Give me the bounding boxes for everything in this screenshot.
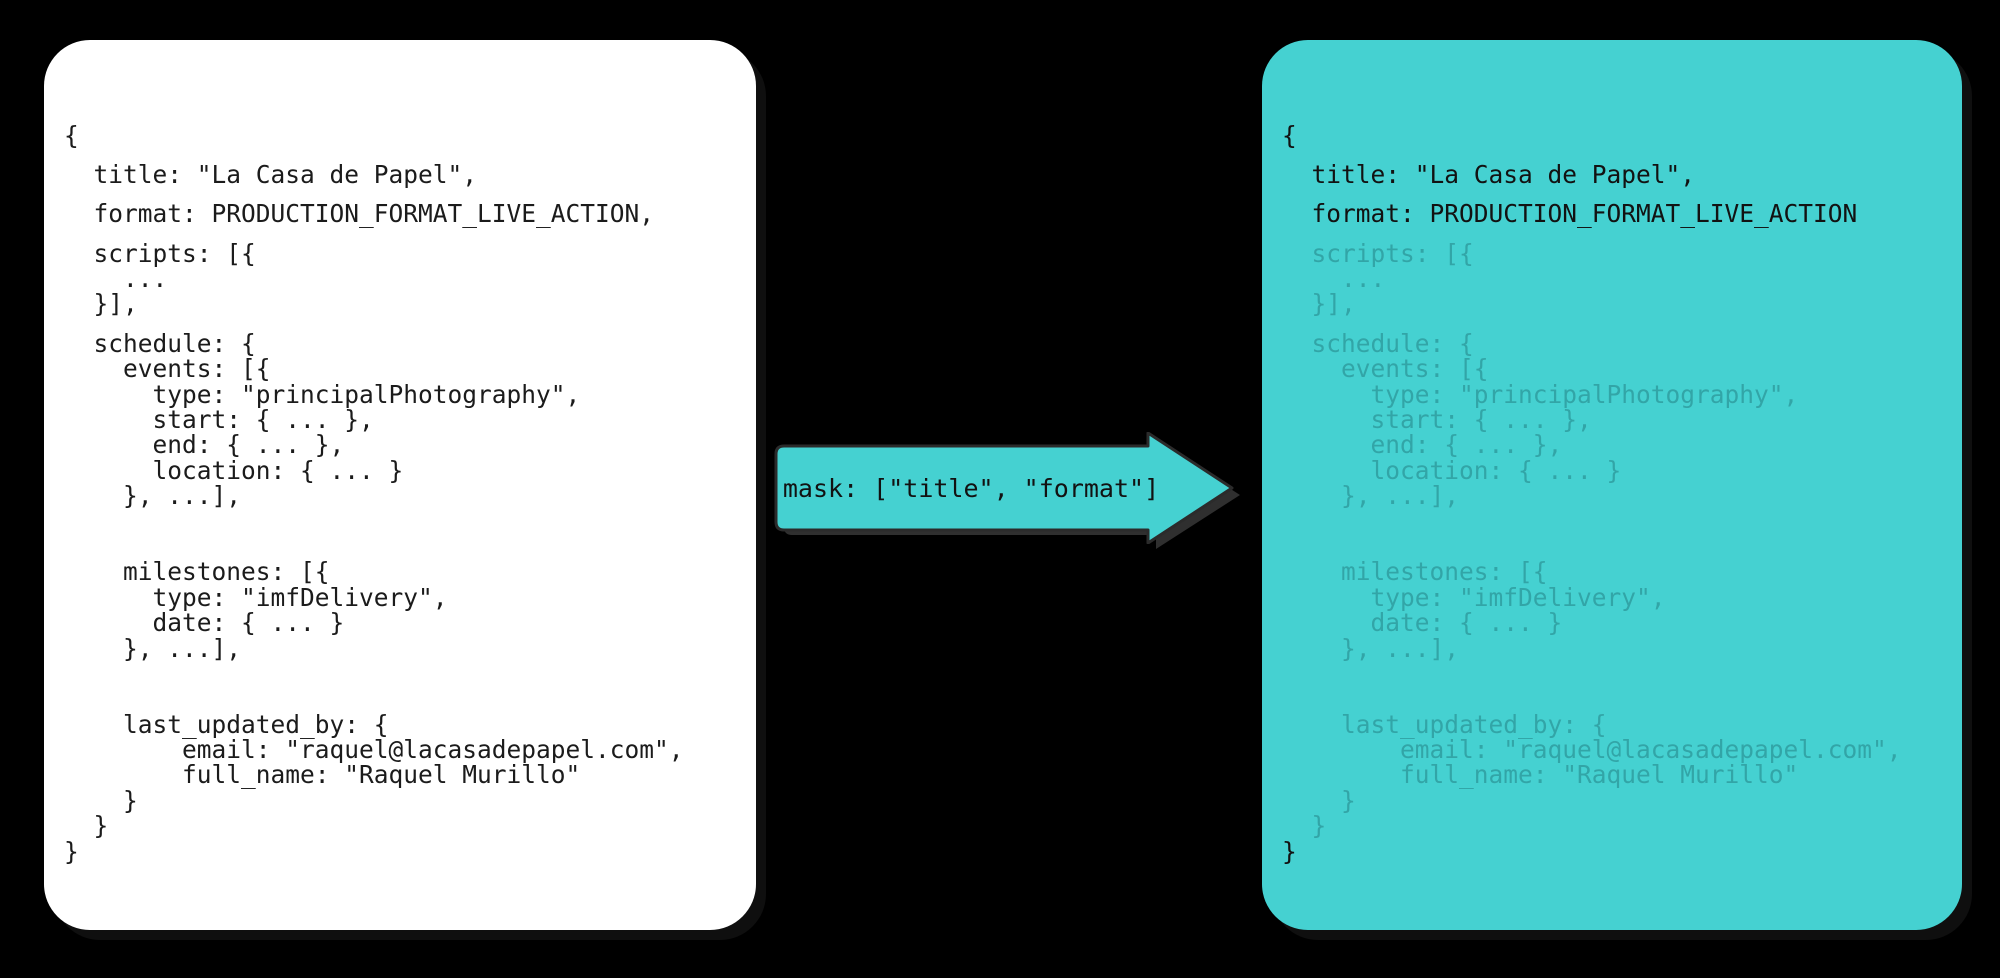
code-line: format: PRODUCTION_FORMAT_LIVE_ACTION, [64,199,655,229]
code-line [64,686,684,711]
code-line: type: "imfDelivery", [1282,582,1666,612]
code-line: full_name: "Raquel Murillo" [64,760,581,790]
code-line: scripts: [{ [64,238,256,268]
code-line: } [64,836,79,866]
code-line: title: "La Casa de Papel", [64,159,478,189]
code-line [64,534,684,559]
code-line: last_updated_by: { [1282,709,1607,739]
code-line: } [1282,785,1356,815]
code-line: }, ...], [1282,481,1460,511]
masked-json-code: { title: "La Casa de Papel", format: PRO… [1262,65,1902,866]
code-line: date: { ... } [64,608,345,638]
arrow-shape [774,432,1234,544]
code-line [1282,534,1902,559]
code-line: schedule: { [1282,328,1474,358]
code-line: last_updated_by: { [64,709,389,739]
code-line: full_name: "Raquel Murillo" [1282,760,1799,790]
code-line [64,661,684,686]
code-line: email: "raquel@lacasadepapel.com", [1282,735,1902,765]
code-line: location: { ... } [64,455,404,485]
code-line [64,509,684,534]
code-line: } [64,785,138,815]
code-line [1282,661,1902,686]
code-line: end: { ... }, [1282,430,1563,460]
code-line: format: PRODUCTION_FORMAT_LIVE_ACTION [1282,199,1858,229]
code-line: ... [1282,264,1386,294]
code-line: start: { ... }, [64,405,374,435]
code-line: type: "principalPhotography", [64,379,581,409]
code-line: } [64,811,109,841]
code-line: start: { ... }, [1282,405,1592,435]
code-line: type: "imfDelivery", [64,582,448,612]
code-line: events: [{ [64,354,271,384]
code-line: }, ...], [64,633,242,663]
code-line: { [1282,120,1297,150]
code-line: type: "principalPhotography", [1282,379,1799,409]
masked-json-panel: { title: "La Casa de Papel", format: PRO… [1262,40,1962,930]
code-line: scripts: [{ [1282,238,1474,268]
code-line: email: "raquel@lacasadepapel.com", [64,735,684,765]
code-line: milestones: [{ [64,557,330,587]
code-line: milestones: [{ [1282,557,1548,587]
code-line [1282,686,1902,711]
code-line: title: "La Casa de Papel", [1282,159,1696,189]
code-line: schedule: { [64,328,256,358]
code-line: }], [64,289,138,319]
source-json-panel: { title: "La Casa de Papel", format: PRO… [44,40,756,930]
code-line [1282,509,1902,534]
code-line: }], [1282,289,1356,319]
mask-arrow-group: mask: ["title", "format"] [768,432,1244,552]
code-line: }, ...], [1282,633,1460,663]
code-line: { [64,120,79,150]
code-line: date: { ... } [1282,608,1563,638]
code-line: } [1282,836,1297,866]
code-line: }, ...], [64,481,242,511]
code-line: } [1282,811,1327,841]
code-line: events: [{ [1282,354,1489,384]
code-line: end: { ... }, [64,430,345,460]
source-json-code: { title: "La Casa de Papel", format: PRO… [44,65,684,866]
code-line: ... [64,264,168,294]
code-line: location: { ... } [1282,455,1622,485]
